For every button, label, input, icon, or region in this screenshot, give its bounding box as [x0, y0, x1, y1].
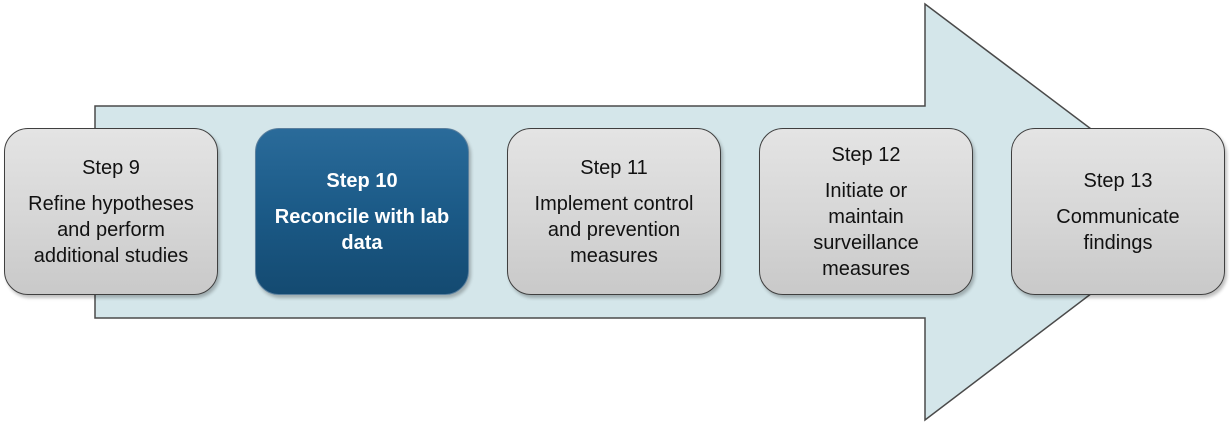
step-9-title: Step 9	[82, 156, 140, 179]
step-10-description: Reconcile with lab data	[274, 205, 450, 254]
step-13-box: Step 13 Communicate findings	[1011, 128, 1225, 295]
step-11-title: Step 11	[580, 156, 648, 179]
step-10-title: Step 10	[326, 169, 398, 192]
step-10-box: Step 10 Reconcile with lab data	[255, 128, 469, 295]
step-13-title: Step 13	[1083, 169, 1153, 192]
step-12-description: Initiate or maintain surveillance measur…	[813, 179, 919, 280]
step-12-box: Step 12 Initiate or maintain surveillanc…	[759, 128, 973, 295]
step-11-description: Implement control and prevention measure…	[534, 192, 694, 267]
step-9-description: Refine hypotheses and perform additional…	[28, 192, 194, 267]
step-9-box: Step 9 Refine hypotheses and perform add…	[4, 128, 218, 295]
step-11-box: Step 11 Implement control and prevention…	[507, 128, 721, 295]
step-12-title: Step 12	[831, 143, 901, 166]
step-13-description: Communicate findings	[1056, 205, 1180, 254]
